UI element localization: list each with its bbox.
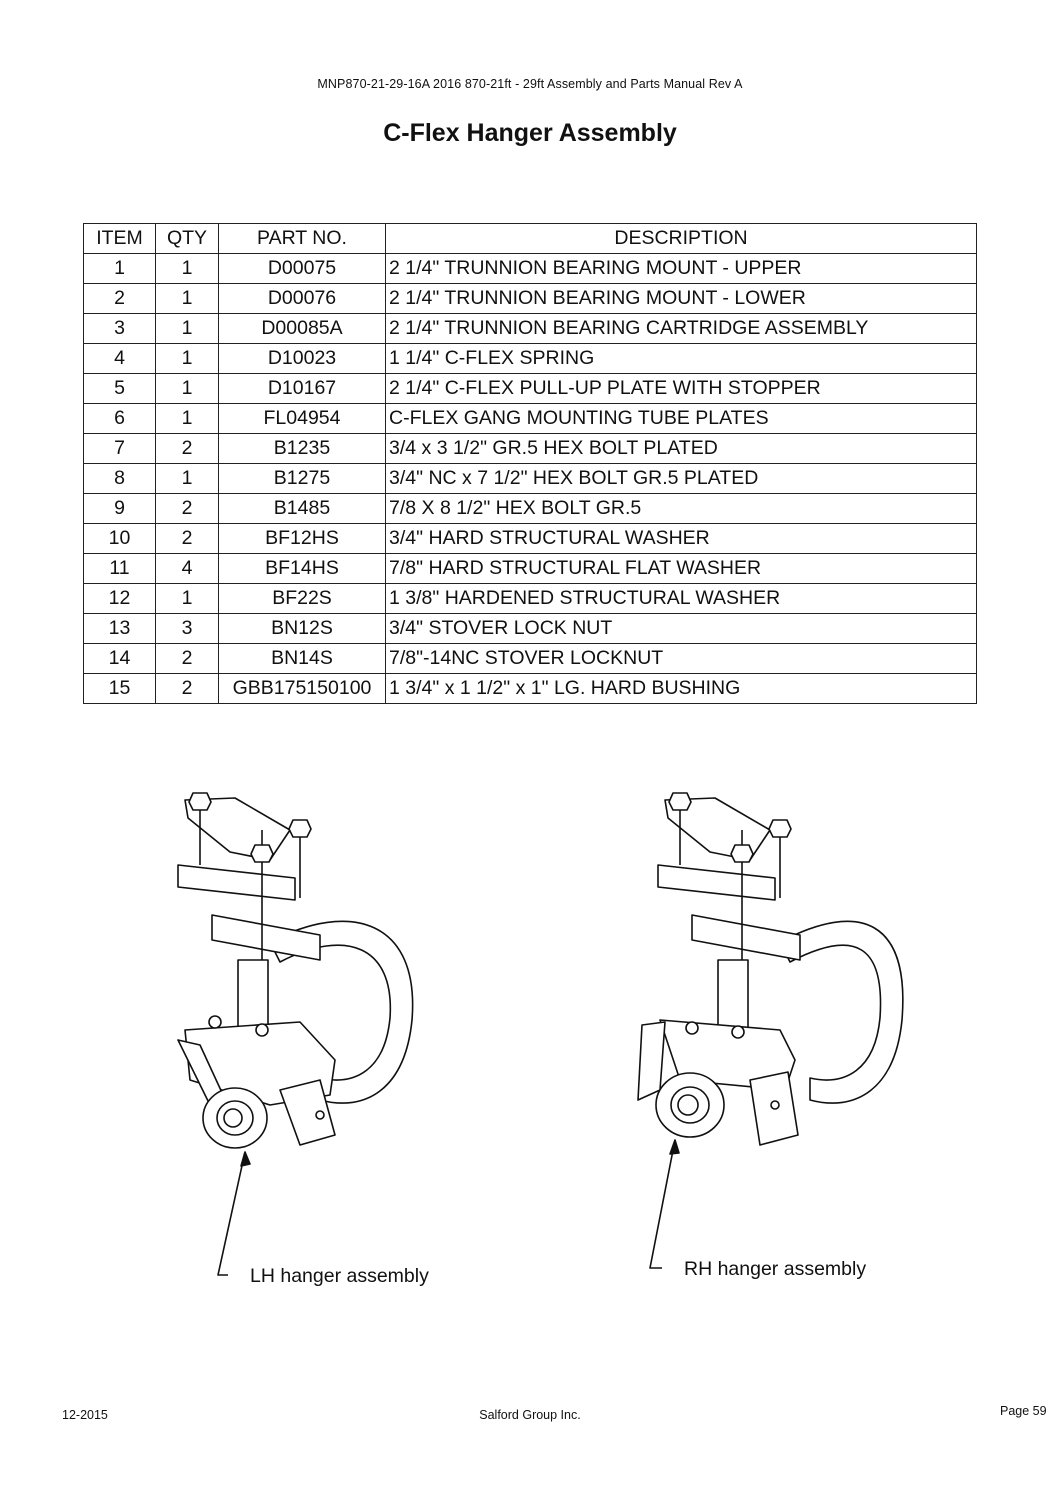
description-cell: 3/4" HARD STRUCTURAL WASHER [385, 523, 977, 554]
part-no-cell: D00075 [218, 253, 386, 284]
column-header-qty: QTY [155, 223, 219, 254]
qty-cell: 1 [155, 313, 219, 344]
qty-cell: 2 [155, 643, 219, 674]
description-cell: 7/8" HARD STRUCTURAL FLAT WASHER [385, 553, 977, 584]
description-cell: 2 1/4" TRUNNION BEARING MOUNT - LOWER [385, 283, 977, 314]
lh-hanger-caption: LH hanger assembly [250, 1265, 429, 1287]
qty-cell: 4 [155, 553, 219, 584]
description-cell: C-FLEX GANG MOUNTING TUBE PLATES [385, 403, 977, 434]
rh-hanger-illustration [637, 792, 904, 1269]
item-cell: 8 [83, 463, 156, 494]
part-no-cell: GBB175150100 [218, 673, 386, 704]
item-cell: 6 [83, 403, 156, 434]
qty-cell: 1 [155, 583, 219, 614]
qty-cell: 1 [155, 373, 219, 404]
description-cell: 1 1/4" C-FLEX SPRING [385, 343, 977, 374]
qty-cell: 2 [155, 673, 219, 704]
description-cell: 3/4" STOVER LOCK NUT [385, 613, 977, 644]
part-no-cell: B1235 [218, 433, 386, 464]
part-no-cell: D00085A [218, 313, 386, 344]
qty-cell: 1 [155, 343, 219, 374]
qty-cell: 1 [155, 463, 219, 494]
part-no-cell: D10167 [218, 373, 386, 404]
item-cell: 15 [83, 673, 156, 704]
qty-cell: 1 [155, 403, 219, 434]
document-header: MNP870-21-29-16A 2016 870-21ft - 29ft As… [317, 77, 743, 91]
part-no-cell: BF22S [218, 583, 386, 614]
part-no-cell: BF12HS [218, 523, 386, 554]
description-cell: 2 1/4" C-FLEX PULL-UP PLATE WITH STOPPER [385, 373, 977, 404]
part-no-cell: D00076 [218, 283, 386, 314]
description-cell: 3/4 x 3 1/2" GR.5 HEX BOLT PLATED [385, 433, 977, 464]
column-header-part-no: PART NO. [218, 223, 386, 254]
qty-cell: 2 [155, 493, 219, 524]
item-cell: 4 [83, 343, 156, 374]
part-no-cell: B1275 [218, 463, 386, 494]
footer-page-number: Page 59 [1000, 1404, 1047, 1418]
description-cell: 2 1/4" TRUNNION BEARING MOUNT - UPPER [385, 253, 977, 284]
qty-cell: 2 [155, 523, 219, 554]
item-cell: 2 [83, 283, 156, 314]
qty-cell: 1 [155, 253, 219, 284]
footer-company: Salford Group Inc. [479, 1408, 581, 1422]
item-cell: 9 [83, 493, 156, 524]
column-header-item: ITEM [83, 223, 156, 254]
page-title: C-Flex Hanger Assembly [383, 119, 677, 147]
qty-cell: 2 [155, 433, 219, 464]
description-cell: 1 3/8" HARDENED STRUCTURAL WASHER [385, 583, 977, 614]
part-no-cell: B1485 [218, 493, 386, 524]
item-cell: 3 [83, 313, 156, 344]
item-cell: 13 [83, 613, 156, 644]
part-no-cell: BN14S [218, 643, 386, 674]
description-cell: 1 3/4" x 1 1/2" x 1" LG. HARD BUSHING [385, 673, 977, 704]
column-header-description: DESCRIPTION [385, 223, 977, 254]
part-no-cell: D10023 [218, 343, 386, 374]
lh-hanger-illustration [177, 792, 414, 1276]
table-header-row: ITEM QTY PART NO. DESCRIPTION [83, 223, 977, 254]
description-cell: 7/8"-14NC STOVER LOCKNUT [385, 643, 977, 674]
hanger-assembly-drawing [177, 792, 904, 1276]
qty-cell: 1 [155, 283, 219, 314]
part-no-cell: BF14HS [218, 553, 386, 584]
item-cell: 5 [83, 373, 156, 404]
footer-date: 12-2015 [62, 1408, 108, 1422]
item-cell: 10 [83, 523, 156, 554]
part-no-cell: BN12S [218, 613, 386, 644]
item-cell: 14 [83, 643, 156, 674]
item-cell: 1 [83, 253, 156, 284]
item-cell: 11 [83, 553, 156, 584]
item-cell: 7 [83, 433, 156, 464]
qty-cell: 3 [155, 613, 219, 644]
item-cell: 12 [83, 583, 156, 614]
description-cell: 2 1/4" TRUNNION BEARING CARTRIDGE ASSEMB… [385, 313, 977, 344]
description-cell: 7/8 X 8 1/2" HEX BOLT GR.5 [385, 493, 977, 524]
rh-hanger-caption: RH hanger assembly [684, 1258, 867, 1280]
description-cell: 3/4" NC x 7 1/2" HEX BOLT GR.5 PLATED [385, 463, 977, 494]
part-no-cell: FL04954 [218, 403, 386, 434]
